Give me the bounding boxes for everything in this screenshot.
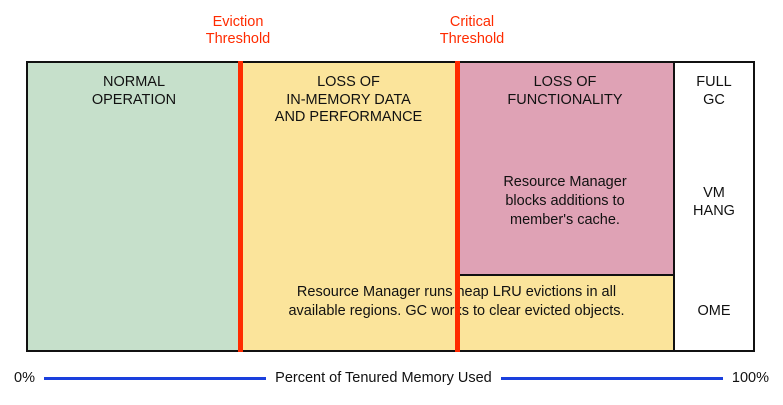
axis-line-left <box>43 376 267 380</box>
memory-threshold-diagram: NORMAL OPERATION LOSS OF IN-MEMORY DATA … <box>26 61 755 352</box>
eviction-threshold-rule <box>238 61 243 352</box>
resource-manager-blocks-note: Resource Manager blocks additions to mem… <box>503 174 627 228</box>
eviction-note-text: Resource Manager runs heap LRU evictions… <box>288 284 625 319</box>
band-normal-operation-title: NORMAL OPERATION <box>91 74 177 108</box>
eviction-threshold-label: Eviction Threshold <box>205 14 271 47</box>
critical-threshold-label: Critical Threshold <box>439 14 505 47</box>
status-label-ome: OME <box>697 303 731 319</box>
band-loss-of-in-memory-data-title: LOSS OF IN-MEMORY DATA AND PERFORMANCE <box>274 74 423 125</box>
status-label-full-gc: FULL GC <box>696 74 732 108</box>
band-eviction-note-fill <box>457 276 673 350</box>
axis-end-label: 100% <box>731 370 769 386</box>
memory-axis: 0% Percent of Tenured Memory Used 100% <box>0 363 783 393</box>
status-label-vm-hang: VM HANG <box>693 185 735 219</box>
band-normal-operation: NORMAL OPERATION <box>28 63 240 350</box>
axis-caption: Percent of Tenured Memory Used <box>275 370 492 386</box>
status-column: FULL GC VM HANG OME <box>673 63 753 350</box>
axis-start-label: 0% <box>14 370 35 386</box>
band-loss-of-functionality-title: LOSS OF FUNCTIONALITY <box>507 74 623 108</box>
band-loss-of-functionality: LOSS OF FUNCTIONALITY Resource Manager b… <box>457 63 673 276</box>
critical-threshold-rule <box>455 61 460 352</box>
axis-line-right <box>500 376 723 380</box>
band-loss-of-in-memory-data: LOSS OF IN-MEMORY DATA AND PERFORMANCE <box>240 63 457 350</box>
